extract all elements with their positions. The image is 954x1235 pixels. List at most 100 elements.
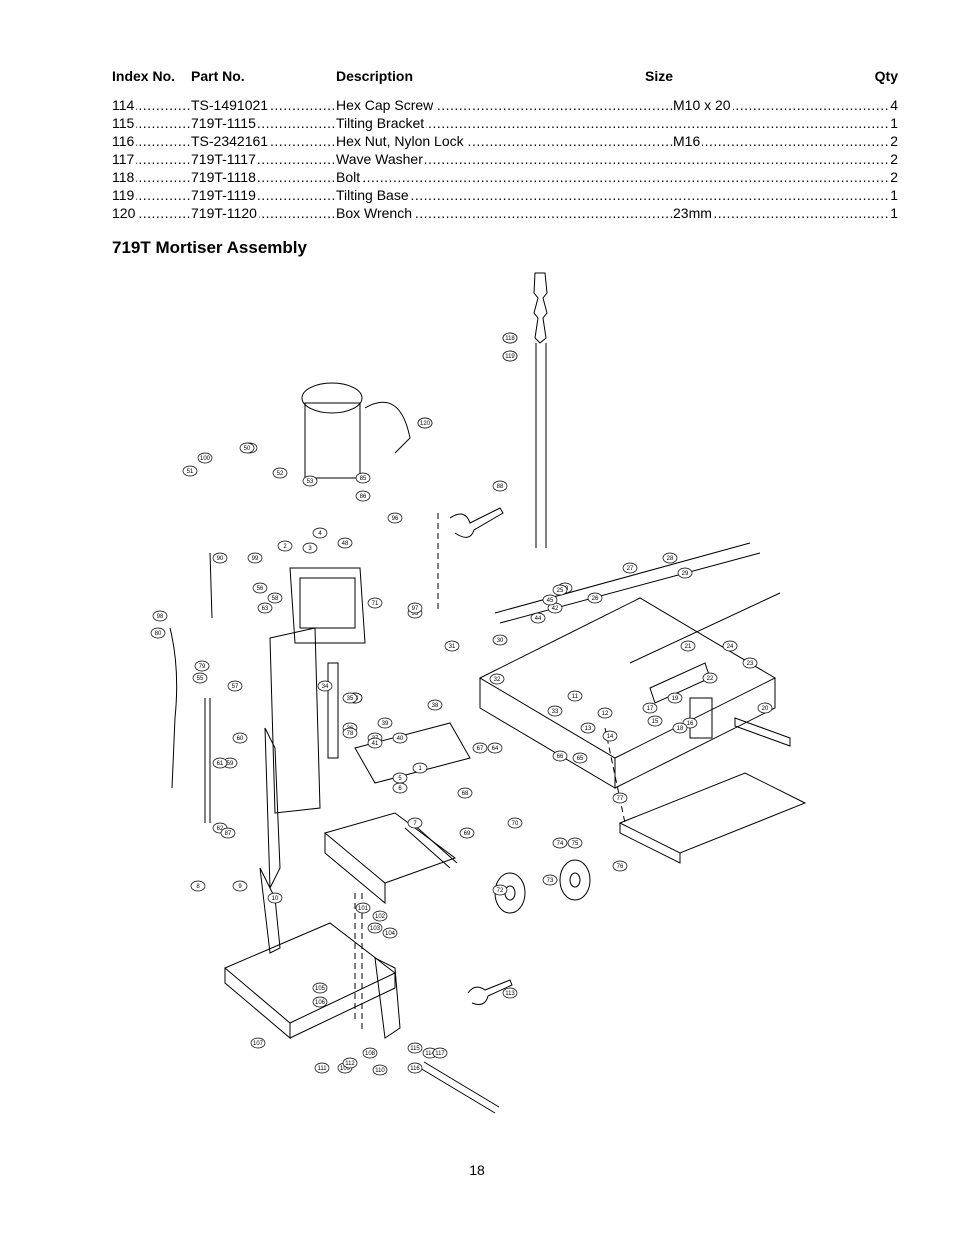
callout-bubble (239, 442, 255, 454)
callout-label: 28 (667, 556, 674, 562)
callout-bubble (489, 673, 505, 685)
callout-bubble (392, 732, 408, 744)
callout-bubble (722, 640, 738, 652)
callout-bubble (552, 837, 568, 849)
callout-bubble (382, 927, 398, 939)
callout-bubble (152, 610, 168, 622)
cell-index: 116 (112, 132, 137, 150)
callout-label: 77 (617, 796, 624, 802)
callout-bubble (507, 817, 523, 829)
callout-label: 61 (217, 761, 224, 767)
callout-bubble (677, 567, 693, 579)
callout-label: 32 (494, 677, 501, 683)
callout-label: 102 (375, 914, 386, 920)
callout-bubble (355, 472, 371, 484)
callout-bubble (377, 717, 393, 729)
callout-label: 5 (398, 776, 402, 782)
cell-qty: 4 (888, 96, 898, 114)
callout-label: 14 (607, 734, 614, 740)
callout-label: 50 (244, 446, 251, 452)
callout-bubble (702, 672, 718, 684)
callout-bubble (580, 722, 596, 734)
cell-description: Bolt (336, 168, 363, 186)
callout-label: 21 (685, 644, 692, 650)
callout-label: 97 (412, 606, 419, 612)
callout-label: 12 (602, 711, 609, 717)
callout-bubble (492, 634, 508, 646)
callout-label: 18 (677, 726, 684, 732)
callout-bubble (277, 540, 293, 552)
callout-label: 106 (315, 1000, 326, 1006)
callout-bubble (197, 452, 213, 464)
callout-bubble (312, 996, 328, 1008)
callout-bubble (680, 640, 696, 652)
callout-bubble (492, 480, 508, 492)
callout-label: 105 (315, 986, 326, 992)
exploded-assembly-diagram: 4746844950511005253858696884348290995658… (150, 272, 807, 1114)
callout-label: 16 (687, 721, 694, 727)
callout-label: 52 (277, 471, 284, 477)
callout-label: 41 (372, 741, 379, 747)
callout-bubble (150, 627, 166, 639)
callout-bubble (194, 660, 210, 672)
callout-bubble (232, 880, 248, 892)
callout-label: 86 (360, 494, 367, 500)
callout-label: 110 (375, 1068, 385, 1074)
callout-bubble (642, 702, 658, 714)
cell-qty: 2 (888, 132, 898, 150)
callout-label: 63 (262, 606, 269, 612)
callout-label: 48 (342, 541, 349, 547)
cell-part: TS-2342161 (191, 132, 271, 150)
callout-bubble (427, 699, 443, 711)
callout-bubble (492, 884, 508, 896)
callout-bubble (302, 475, 318, 487)
callout-bubble (367, 922, 383, 934)
callout-bubble (272, 467, 288, 479)
callout-bubble (552, 584, 568, 596)
cell-index: 120 (112, 204, 138, 222)
callout-label: 45 (547, 598, 554, 604)
cell-description: Hex Nut, Nylon Lock (336, 132, 466, 150)
callout-bubble (547, 705, 563, 717)
callout-bubble (355, 490, 371, 502)
callout-label: 20 (762, 706, 769, 712)
callout-bubble (252, 582, 268, 594)
callout-label: 3 (308, 546, 312, 552)
callout-bubble (542, 874, 558, 886)
callout-label: 107 (253, 1041, 264, 1047)
callout-bubble (667, 692, 683, 704)
callout-bubble (247, 552, 263, 564)
dot-leader: ........................................… (112, 150, 898, 168)
callout-label: 111 (317, 1066, 327, 1072)
callout-label: 96 (392, 516, 399, 522)
callout-label: 7 (413, 821, 417, 827)
callout-label: 108 (365, 1051, 376, 1057)
callout-label: 1 (418, 766, 422, 772)
cell-size: M10 x 20 (673, 96, 733, 114)
callout-label: 10 (272, 896, 279, 902)
callout-label: 39 (382, 721, 389, 727)
callout-bubble (662, 552, 678, 564)
callout-bubble (317, 680, 333, 692)
callout-bubble (567, 690, 583, 702)
callout-bubble (597, 707, 613, 719)
callout-bubble (502, 332, 518, 344)
callout-bubble (362, 1047, 378, 1059)
callout-label: 75 (572, 841, 579, 847)
callout-bubble (257, 602, 273, 614)
callout-bubble (312, 527, 328, 539)
callout-bubble (567, 837, 583, 849)
callout-label: 72 (497, 888, 504, 894)
callout-label: 67 (477, 746, 484, 752)
callout-label: 120 (420, 421, 431, 427)
callout-label: 57 (232, 684, 239, 690)
callout-bubble (457, 787, 473, 799)
callout-label: 87 (225, 831, 232, 837)
callout-label: 78 (347, 731, 354, 737)
callout-bubble (367, 737, 383, 749)
table-row: ........................................… (112, 96, 898, 114)
dot-leader: ........................................… (112, 168, 898, 186)
callout-label: 13 (585, 726, 592, 732)
callout-bubble (407, 602, 423, 614)
callout-label: 23 (747, 661, 754, 667)
